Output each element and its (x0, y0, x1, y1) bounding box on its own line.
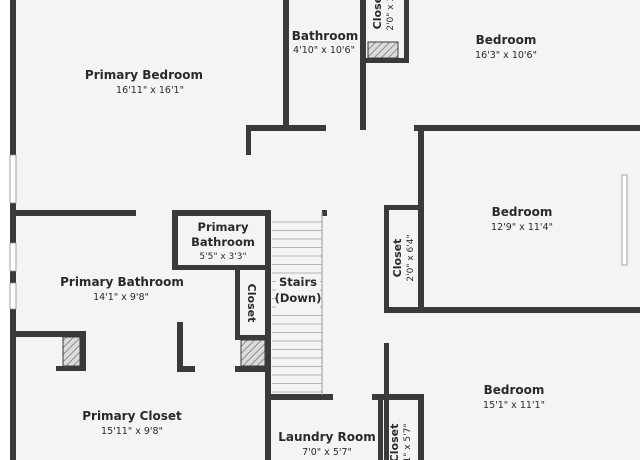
room-dims: 12'9" x 11'4" (491, 222, 553, 233)
room-name: Bedroom (476, 33, 537, 47)
room-bathroom-top: Bathroom 4'10" x 10'6" (292, 29, 358, 56)
room-name: Bedroom (492, 205, 553, 219)
room-dims: 16'11" x 16'1" (116, 85, 184, 96)
room-closet-bottom: Closet 1" x 5'7" (388, 424, 413, 460)
shaft-mid (240, 339, 266, 367)
room-closet-top: Closet 2'0" x 3' (371, 0, 396, 31)
room-name: Closet (371, 0, 384, 29)
room-dims: 7'0" x 5'7" (302, 447, 352, 458)
window-left-upper (9, 154, 17, 204)
room-laundry-room: Laundry Room 7'0" x 5'7" (278, 430, 376, 458)
room-dims: 15'11" x 9'8" (101, 426, 163, 437)
room-bedroom-bottom-right: Bedroom 15'1" x 11'1" (483, 383, 545, 411)
room-dims: 16'3" x 10'6" (475, 50, 537, 61)
room-name: Bedroom (484, 383, 545, 397)
room-dims: 5'5" x 3'3" (199, 252, 246, 262)
room-dims: 2'0" x 6'4" (406, 234, 416, 281)
room-dims: 14'1" x 9'8" (93, 292, 149, 303)
window-right (621, 174, 628, 266)
floor-area (10, 0, 640, 460)
room-stairs: Stairs (Down) (275, 274, 322, 308)
room-name-line2: (Down) (275, 291, 322, 305)
room-name: Primary Bedroom (85, 68, 203, 82)
room-name-line1: Primary (198, 220, 249, 234)
room-name: Closet (391, 239, 404, 278)
window-left-mid (9, 242, 17, 272)
room-primary-bedroom: Primary Bedroom 16'11" x 16'1" (85, 68, 203, 96)
shaft-top (367, 41, 399, 59)
shaft-left (62, 336, 81, 367)
room-name: Primary Closet (82, 409, 182, 423)
room-name: Primary Bathroom (60, 275, 184, 289)
room-name: Closet (388, 424, 401, 460)
room-bedroom-mid-right: Bedroom 12'9" x 11'4" (491, 205, 553, 233)
walls (10, 0, 640, 460)
room-name-line2: Bathroom (191, 235, 255, 249)
room-dims: 2'0" x 3' (386, 0, 396, 31)
room-name: Bathroom (292, 29, 358, 43)
room-dims: 15'1" x 11'1" (483, 400, 545, 411)
room-closet-right: Closet 2'0" x 6'4" (391, 234, 416, 281)
room-dims: 4'10" x 10'6" (293, 45, 355, 56)
room-dims: 1" x 5'7" (403, 424, 413, 460)
room-primary-bathroom: Primary Bathroom 14'1" x 9'8" (60, 275, 184, 303)
room-name: Closet (245, 284, 258, 323)
room-name: Laundry Room (278, 430, 376, 444)
room-primary-bathroom-small: Primary Bathroom 5'5" x 3'3" (191, 220, 255, 262)
room-bedroom-top-right: Bedroom 16'3" x 10'6" (475, 33, 537, 61)
window-left-lower (9, 282, 17, 310)
room-closet-mid: Closet (245, 284, 258, 323)
room-primary-closet: Primary Closet 15'11" x 9'8" (82, 409, 182, 437)
room-name-line1: Stairs (279, 275, 317, 289)
